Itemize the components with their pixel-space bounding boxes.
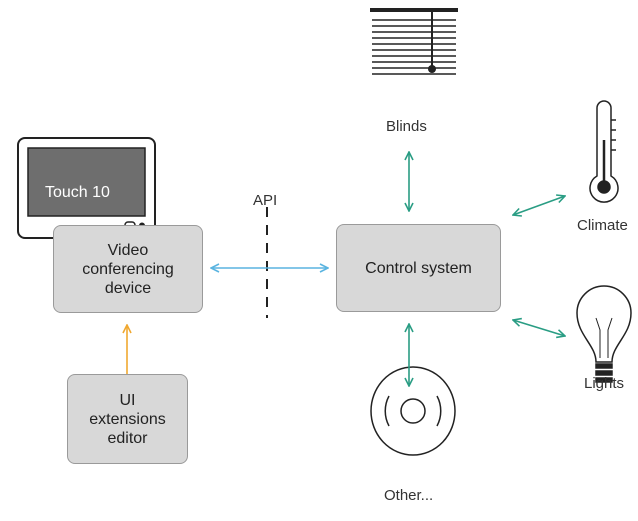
control-system-label: Control system <box>365 259 472 277</box>
control-system-box: Control system <box>336 224 501 312</box>
lightbulb-icon <box>576 285 632 383</box>
thermometer-icon <box>589 100 619 203</box>
blinds-label: Blinds <box>386 118 427 135</box>
touch-panel-label: Touch 10 <box>45 184 110 201</box>
blinds-icon <box>370 8 458 75</box>
api-label: API <box>253 192 278 209</box>
ui-editor-box: UI extensions editor <box>67 374 188 464</box>
video-device-label: Video conferencing device <box>82 241 174 297</box>
ui-editor-label: UI extensions editor <box>89 391 166 447</box>
lights-arrow <box>513 320 565 336</box>
lights-label: Lights <box>584 375 625 392</box>
other-label: Other... <box>384 487 434 504</box>
climate-label: Climate <box>577 217 628 234</box>
video-device-box: Video conferencing device <box>53 225 203 313</box>
speaker-icon <box>370 366 456 456</box>
climate-arrow <box>513 196 565 215</box>
touch-panel-icon <box>17 137 156 239</box>
